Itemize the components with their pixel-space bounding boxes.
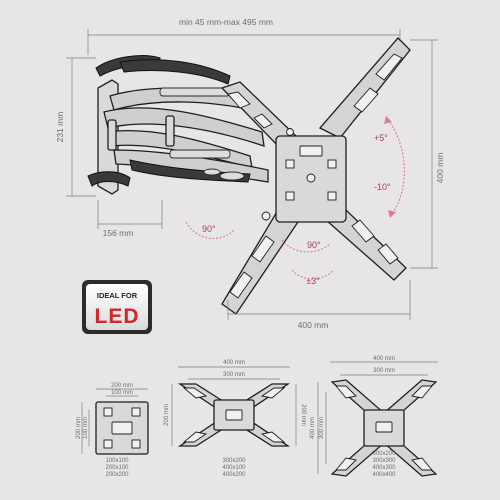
plate2-top-inner: 300 mm (223, 372, 245, 378)
tilt-down-label: -10° (374, 182, 391, 192)
tv-bracket (220, 37, 411, 315)
height-label: 231 mm (55, 112, 65, 143)
plate1-top-inner: 100 mm (111, 390, 133, 396)
plate3-side-inner: 300 mm (319, 417, 325, 439)
tilt-down-arrow-icon (388, 210, 396, 218)
plate2-size-1: 300x200 (222, 458, 246, 464)
depth-label: 156 mm (103, 228, 134, 238)
width-dimension: min 45 mm-max 495 mm (87, 17, 401, 55)
badge-line1: IDEAL FOR (97, 291, 138, 300)
vesa-height-label: 400 mm (435, 153, 445, 184)
rotation-indicator: ±3° (291, 269, 335, 286)
width-range-label: min 45 mm-max 495 mm (179, 17, 273, 27)
plate2-side-right: 200 mm (300, 404, 306, 426)
swivel-left-label: 90° (202, 224, 216, 234)
tilt-indicator: +5° -10° (374, 116, 405, 218)
vesa-height-dimension: 400 mm (410, 39, 445, 269)
plate3-size-2: 300x300 (372, 458, 396, 464)
plate1-top-outer: 200 mm (111, 383, 133, 389)
rotation-label: ±3° (306, 276, 320, 286)
plate3-size-4: 400x400 (372, 472, 396, 478)
height-dimension: 231 mm (55, 57, 96, 197)
tilt-up-label: +5° (374, 133, 388, 143)
swivel-right-indicator: 90° (281, 239, 331, 253)
plate1-side-outer: 200 mm (76, 417, 82, 439)
plate1-side-inner: 100 mm (83, 417, 89, 439)
swivel-right-label: 90° (307, 240, 321, 250)
plate3-side-outer: 400 mm (310, 417, 316, 439)
plate1-size-3: 200x200 (105, 472, 129, 478)
plate2-size-3: 400x200 (222, 472, 246, 478)
main-mount-drawing: min 45 mm-max 495 mm 231 mm 156 mm (55, 17, 445, 330)
vesa-plate-medium: 400 mm 300 mm 200 mm 200 mm 300x200 400x… (164, 360, 306, 478)
plate2-size-2: 400x100 (222, 465, 246, 471)
plate3-size-1: 300x200 (372, 451, 396, 457)
tilt-up-arrow-icon (384, 116, 392, 124)
depth-dimension: 156 mm (97, 200, 163, 238)
plate3-size-3: 400x300 (372, 465, 396, 471)
vesa-width-label: 400 mm (298, 320, 329, 330)
ideal-for-led-badge: IDEAL FOR LED (82, 280, 152, 334)
plate1-size-2: 200x100 (105, 465, 129, 471)
plate3-top-outer: 400 mm (373, 356, 395, 362)
vesa-plate-large: 400 mm 300 mm 400 mm 300 mm 300x200 300x… (310, 356, 438, 478)
plate2-side-left: 200 mm (164, 404, 170, 426)
badge-line2: LED (95, 305, 140, 328)
articulating-arms (103, 59, 269, 183)
vesa-plate-small: 200 mm 100 mm 200 mm 100 mm 100x100 200x… (76, 383, 149, 478)
plate3-top-inner: 300 mm (373, 368, 395, 374)
vesa-width-dimension: 400 mm (227, 280, 411, 330)
swivel-left-indicator: 90° (185, 221, 235, 239)
plate2-top-outer: 400 mm (223, 360, 245, 366)
plate1-size-1: 100x100 (105, 458, 129, 464)
